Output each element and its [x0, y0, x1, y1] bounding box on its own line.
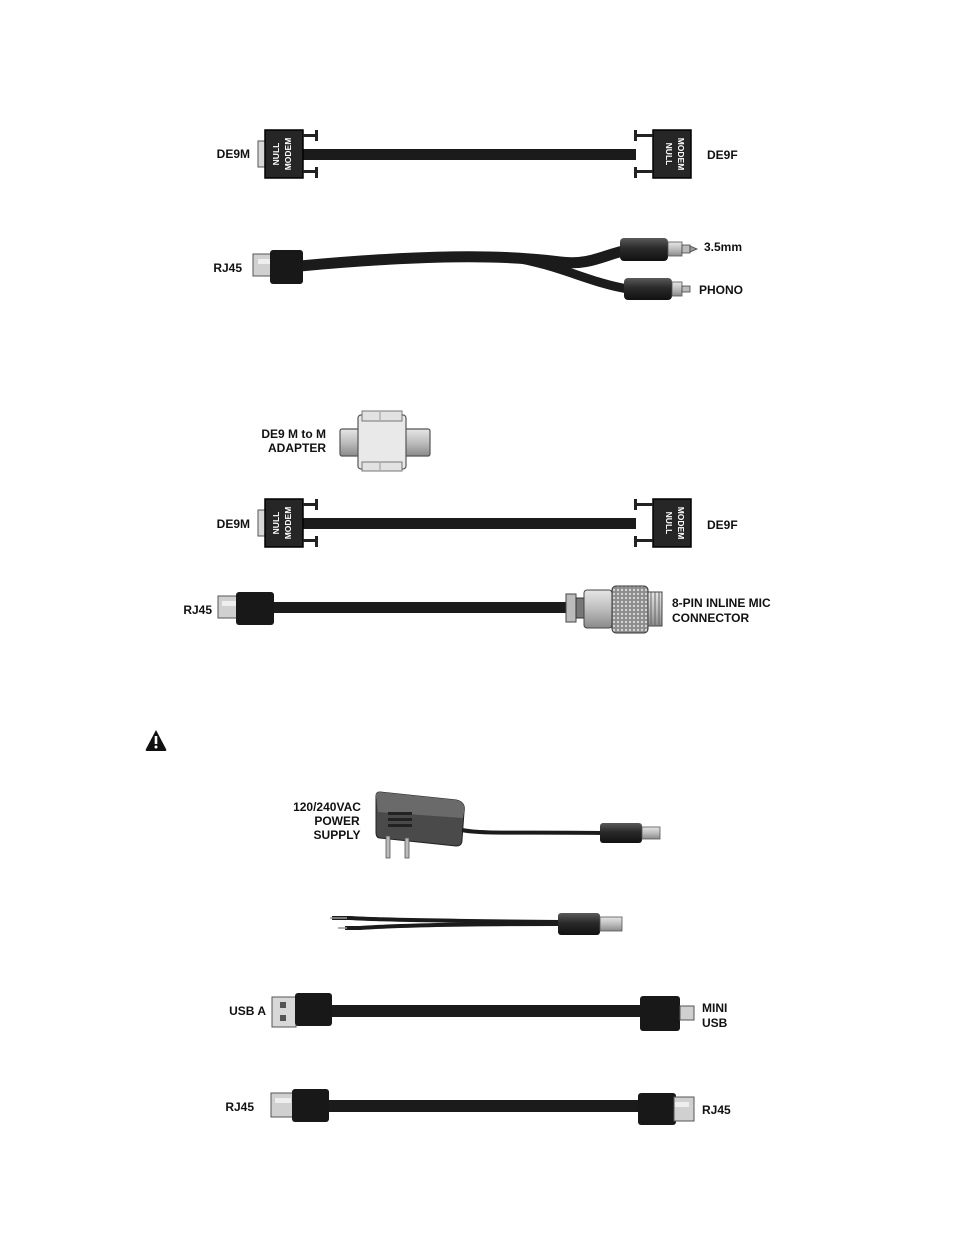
- mic-connector-label-line2: CONNECTOR: [672, 611, 749, 625]
- de9m-label: DE9M: [196, 517, 250, 531]
- adapter-label-line2: ADAPTER: [226, 441, 326, 455]
- phono-label: PHONO: [699, 283, 743, 297]
- power-supply-label-line2: POWER: [282, 814, 392, 828]
- warning-triangle-icon: [146, 730, 167, 751]
- mini-usb-label-line1: MINI: [702, 1001, 727, 1015]
- rj45-rj45-cable: [271, 1089, 694, 1125]
- rj45-plug-icon: [218, 592, 274, 625]
- rj45-splitter-cable: [253, 238, 697, 300]
- adapter-label-line1: DE9 M to M: [226, 427, 326, 441]
- de9m-label: DE9M: [196, 147, 250, 161]
- mini-usb-plug-icon: [640, 996, 694, 1031]
- jack-3-5mm-icon: [620, 238, 697, 261]
- usb-cable: [272, 993, 694, 1031]
- rj45-label: RJ45: [196, 261, 242, 275]
- power-lead-icon: [330, 913, 622, 935]
- null-text: NULL: [664, 143, 674, 166]
- usb-a-label: USB A: [210, 1004, 266, 1018]
- power-supply-label-line1: 120/240VAC: [282, 800, 372, 814]
- usb-a-plug-icon: [272, 993, 332, 1027]
- rj45-plug-icon: [253, 250, 303, 284]
- null-text: NULL: [271, 143, 281, 166]
- rj45-right-label: RJ45: [702, 1103, 731, 1117]
- de9f-connector-icon: NULL MODEM: [634, 499, 691, 547]
- modem-text: MODEM: [676, 138, 686, 171]
- rj45-label: RJ45: [166, 603, 212, 617]
- modem-text: MODEM: [283, 138, 293, 171]
- rj45-plug-icon: [638, 1093, 694, 1125]
- rj45-mic-cable: [218, 586, 662, 633]
- de9f-connector-icon: NULL MODEM: [634, 130, 691, 178]
- null-modem-cable-1: NULL MODEM NULL MODEM: [258, 130, 691, 178]
- de9f-label: DE9F: [707, 148, 738, 162]
- mic-connector-label-line1: 8-PIN INLINE MIC: [672, 596, 771, 610]
- null-text: NULL: [271, 512, 281, 535]
- modem-text: MODEM: [676, 507, 686, 540]
- 3-5mm-label: 3.5mm: [704, 240, 742, 254]
- mic-connector-icon: [566, 586, 662, 633]
- rj45-plug-icon: [271, 1089, 329, 1122]
- null-text: NULL: [664, 512, 674, 535]
- phono-plug-icon: [624, 278, 690, 300]
- rj45-left-label: RJ45: [208, 1100, 254, 1114]
- null-modem-cable-2: NULL MODEM NULL MODEM: [258, 499, 691, 547]
- power-supply-icon: [376, 792, 660, 858]
- de9f-label: DE9F: [707, 518, 738, 532]
- mini-usb-label-line2: USB: [702, 1016, 727, 1030]
- de9-adapter-icon: [340, 411, 430, 471]
- power-supply-label-line3: SUPPLY: [282, 828, 392, 842]
- modem-text: MODEM: [283, 507, 293, 540]
